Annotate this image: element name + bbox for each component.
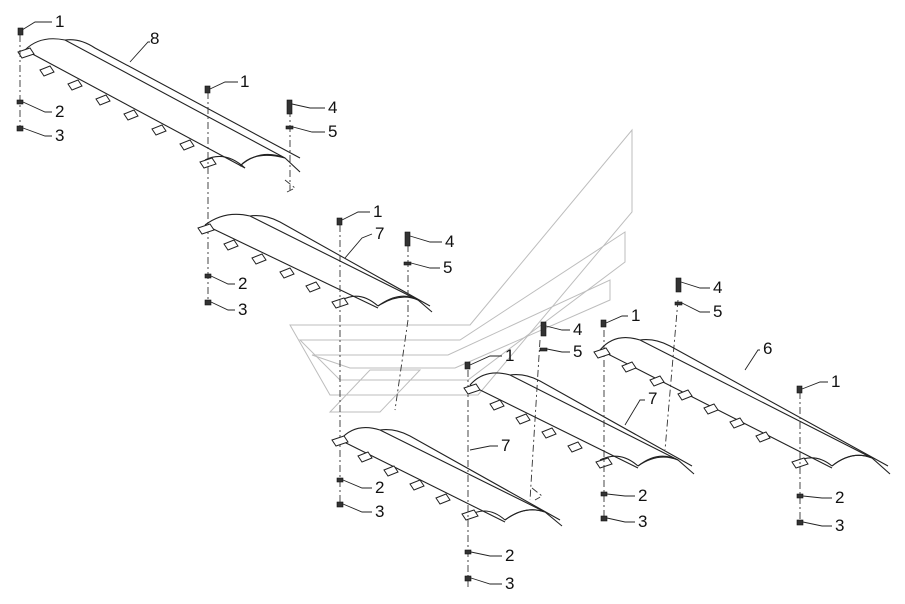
- washer-icon: [796, 493, 804, 499]
- guard-7-upper: [197, 213, 433, 505]
- screw-icon: [286, 99, 293, 115]
- guard-7-lower-left: [331, 339, 563, 590]
- screw-washer-icon: [539, 347, 548, 352]
- callout-5: 5: [713, 302, 722, 321]
- callout-7: 7: [375, 224, 384, 243]
- callout-5: 5: [328, 122, 337, 141]
- screw-icon: [404, 231, 411, 247]
- callout-7: 7: [648, 389, 657, 408]
- guard-7-lower-right: [463, 299, 695, 520]
- callout-3: 3: [505, 574, 514, 593]
- screw-washer-icon: [674, 301, 683, 306]
- callout-7: 7: [501, 436, 510, 455]
- callout-labels: 1 8 2 3 1 4 5 2 3 1 7 4 5 1 7 2 3 2 3 4 …: [55, 12, 844, 593]
- fasteners: [16, 27, 804, 582]
- callout-3: 3: [375, 502, 384, 521]
- callout-4: 4: [713, 278, 722, 297]
- washer-icon: [204, 273, 212, 279]
- callout-5: 5: [573, 342, 582, 361]
- leader-lines: [21, 21, 832, 585]
- screw-washer-icon: [285, 125, 294, 130]
- callout-2: 2: [238, 274, 247, 293]
- callout-1: 1: [55, 12, 64, 31]
- bolt-icon: [600, 319, 607, 328]
- washer-icon: [600, 491, 608, 497]
- watermark-logo: [289, 128, 633, 413]
- callout-1: 1: [240, 72, 249, 91]
- callout-2: 2: [375, 478, 384, 497]
- screw-icon: [675, 277, 682, 293]
- bolt-icon: [336, 217, 343, 226]
- callout-3: 3: [835, 516, 844, 535]
- callout-4: 4: [328, 98, 337, 117]
- washer-icon: [16, 99, 24, 105]
- bolt-icon: [796, 385, 803, 394]
- guard-8: [17, 35, 301, 300]
- callout-3: 3: [238, 300, 247, 319]
- bolt-icon: [204, 85, 211, 94]
- washer-icon: [336, 477, 344, 483]
- nut-icon: [796, 519, 804, 526]
- nut-icon: [336, 501, 344, 508]
- washer-icon: [464, 549, 472, 555]
- guard-6: [593, 337, 891, 525]
- callout-1: 1: [831, 372, 840, 391]
- bolt-icon: [464, 361, 471, 370]
- callout-4: 4: [573, 320, 582, 339]
- callout-1: 1: [631, 306, 640, 325]
- screw-washer-icon: [403, 261, 412, 266]
- bolt-icon: [17, 27, 24, 36]
- callout-2: 2: [638, 486, 647, 505]
- screw-icon: [540, 321, 547, 337]
- callout-8: 8: [150, 29, 159, 48]
- callout-4: 4: [445, 232, 454, 251]
- callout-3: 3: [638, 512, 647, 531]
- nut-icon: [600, 515, 608, 522]
- callout-1: 1: [373, 202, 382, 221]
- callout-2: 2: [835, 488, 844, 507]
- callout-2: 2: [55, 102, 64, 121]
- nut-icon: [204, 299, 212, 306]
- callout-6: 6: [763, 339, 772, 358]
- nut-icon: [16, 125, 24, 132]
- callout-2: 2: [505, 546, 514, 565]
- callout-3: 3: [55, 126, 64, 145]
- callout-5: 5: [443, 258, 452, 277]
- nut-icon: [464, 575, 472, 582]
- callout-1: 1: [505, 346, 514, 365]
